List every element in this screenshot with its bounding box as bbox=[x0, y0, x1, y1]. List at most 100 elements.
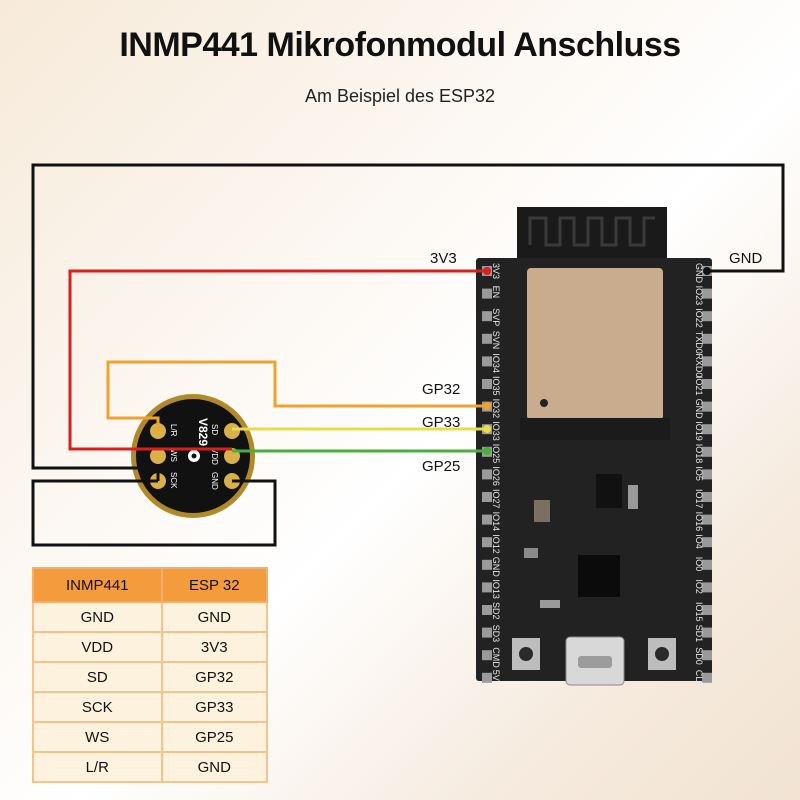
table-cell: VDD bbox=[32, 631, 163, 663]
header-pin-label: IO4 bbox=[694, 534, 704, 549]
pin-dot-gp25 bbox=[483, 447, 491, 455]
antenna-trace bbox=[528, 216, 655, 247]
header-pin bbox=[702, 582, 712, 593]
header-pin-label: IO35 bbox=[491, 376, 501, 396]
mic-pad bbox=[224, 423, 240, 439]
header-pin-label: SD2 bbox=[491, 602, 501, 620]
header-pin bbox=[702, 469, 712, 480]
header-pin bbox=[482, 605, 492, 615]
header-pin bbox=[702, 401, 712, 412]
header-pin-label: IO27 bbox=[491, 489, 501, 509]
header-pin bbox=[702, 605, 712, 615]
header-pin bbox=[482, 288, 492, 299]
esp32-board bbox=[476, 207, 712, 686]
chip-large bbox=[578, 555, 620, 597]
label-3v3: 3V3 bbox=[430, 250, 457, 267]
header-pin-label: CLK bbox=[694, 670, 704, 688]
pin-dot-gnd bbox=[703, 267, 711, 275]
header-pin bbox=[702, 627, 712, 638]
header-pin bbox=[702, 492, 712, 502]
header-pin-label: IO0 bbox=[694, 557, 704, 572]
header-pin-label: IO17 bbox=[694, 489, 704, 509]
mic-pin-label-sd: SD bbox=[210, 424, 219, 435]
header-pin-label: IO25 bbox=[491, 444, 501, 464]
header-pin bbox=[482, 356, 492, 367]
mic-pin-label-lr: L/R bbox=[169, 424, 178, 437]
table-cell: GP32 bbox=[160, 661, 268, 693]
header-pin-label: GND bbox=[491, 557, 501, 578]
header-pin-label: RXD0 bbox=[694, 353, 704, 377]
label-gp25: GP25 bbox=[422, 458, 460, 475]
table-header-inmp441: INMP441 bbox=[32, 567, 163, 603]
header-pin bbox=[702, 672, 712, 683]
header-pin-label: IO22 bbox=[694, 308, 704, 328]
chip-small bbox=[596, 474, 622, 508]
label-gp33: GP33 bbox=[422, 414, 460, 431]
header-pin bbox=[702, 514, 712, 525]
page-title: INMP441 Mikrofonmodul Anschluss bbox=[119, 26, 681, 64]
header-pin bbox=[482, 559, 492, 570]
header-pin-label: TXD0 bbox=[694, 331, 704, 354]
header-pin-label: EN bbox=[491, 286, 501, 299]
header-pin-label: SD1 bbox=[694, 625, 704, 643]
header-pin-label: IO33 bbox=[491, 421, 501, 441]
header-pin bbox=[482, 650, 492, 661]
header-labels-right: GNDIO23IO22TXD0RXD0IO21GNDIO19IO18IO5IO1… bbox=[694, 263, 704, 687]
header-pin-label: IO12 bbox=[491, 534, 501, 554]
mic-port-hole bbox=[191, 453, 197, 459]
header-pin bbox=[482, 311, 492, 322]
header-pin bbox=[482, 514, 492, 525]
shield-can bbox=[527, 268, 663, 420]
header-pin-label: IO23 bbox=[694, 286, 704, 306]
mic-pin-label-gnd: GND bbox=[210, 472, 219, 490]
header-pin-label: IO19 bbox=[694, 421, 704, 441]
header-pin bbox=[702, 311, 712, 322]
smd-component bbox=[540, 600, 560, 608]
table-cell: GND bbox=[32, 601, 163, 633]
header-pin bbox=[482, 627, 492, 638]
label-gp32: GP32 bbox=[422, 381, 460, 398]
header-pin bbox=[702, 650, 712, 661]
header-pin-label: IO16 bbox=[694, 512, 704, 532]
header-pin-label: IO5 bbox=[694, 466, 704, 481]
table-cell: GP33 bbox=[160, 691, 268, 723]
table-cell: SD bbox=[32, 661, 163, 693]
header-pin bbox=[482, 379, 492, 389]
table-cell: SCK bbox=[32, 691, 163, 723]
header-labels-left: 3V3ENSVPSVNIO34IO35IO32IO33IO25IO26IO27I… bbox=[491, 263, 501, 681]
header-pin bbox=[702, 424, 712, 435]
module-dot bbox=[540, 399, 548, 407]
table-cell: L/R bbox=[32, 751, 163, 783]
header-pin bbox=[702, 446, 712, 457]
header-pin-label: CMD bbox=[491, 647, 501, 668]
header-pin-label: IO26 bbox=[491, 466, 501, 486]
header-pin bbox=[702, 559, 712, 570]
label-gnd: GND bbox=[729, 250, 763, 267]
wire-sd-orange bbox=[106, 360, 487, 431]
header-pin bbox=[482, 582, 492, 593]
pin-dot-gp32 bbox=[483, 402, 491, 410]
wire-vdd-red bbox=[68, 269, 487, 451]
pin-dot-3v3 bbox=[483, 267, 491, 275]
header-pin-label: IO14 bbox=[491, 512, 501, 532]
header-pin-label: SD3 bbox=[491, 625, 501, 643]
wires bbox=[31, 163, 785, 547]
wire-lr-gnd-black bbox=[31, 468, 277, 547]
table-cell: GP25 bbox=[160, 721, 268, 753]
mic-pin-label-ws: WS bbox=[169, 449, 178, 462]
header-pin bbox=[702, 288, 712, 299]
header-pin-label: IO18 bbox=[694, 444, 704, 464]
smd-component bbox=[524, 548, 538, 558]
header-pin bbox=[482, 492, 492, 502]
header-pin-label: 3V3 bbox=[491, 263, 501, 279]
header-pin bbox=[702, 379, 712, 389]
table-cell: GND bbox=[160, 601, 268, 633]
header-pin-label: IO32 bbox=[491, 399, 501, 419]
